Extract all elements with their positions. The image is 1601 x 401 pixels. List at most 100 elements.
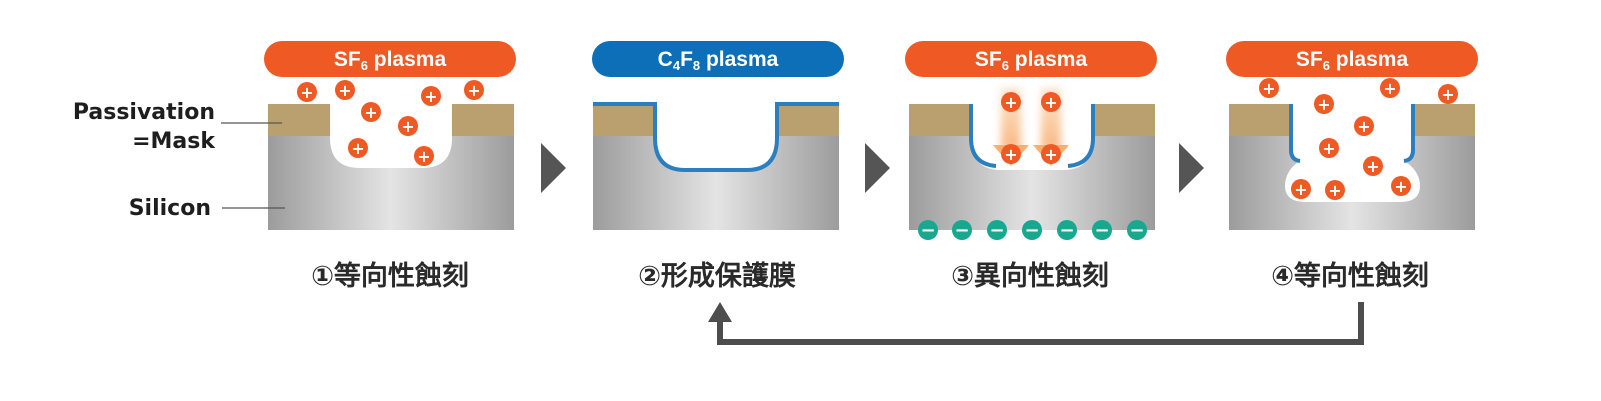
plasma-pill-2: C4F8 plasma [592, 41, 844, 77]
mask-left [593, 104, 655, 136]
sidewall-passivation-right [1067, 104, 1095, 168]
svg-text:+: + [424, 87, 437, 106]
positive-ion: + [1325, 180, 1345, 200]
positive-ion: + [1314, 94, 1334, 114]
svg-text:+: + [300, 83, 313, 102]
positive-ion: + [1319, 138, 1339, 158]
svg-text:+: + [1044, 145, 1057, 164]
negative-ion: − [987, 220, 1007, 241]
isotropic-cavity [330, 134, 452, 168]
positive-ion: + [1354, 116, 1374, 136]
isotropic-cavity [1285, 104, 1420, 202]
negative-ion: − [1057, 220, 1077, 241]
svg-text:+: + [417, 147, 430, 166]
mask-label: =Mask [132, 129, 216, 154]
svg-text:−: − [989, 220, 1004, 241]
svg-text:+: + [1004, 145, 1017, 164]
positive-ion: + [464, 80, 484, 100]
positive-ion: + [348, 138, 368, 158]
plasma-pill-4: SF6 plasma [1226, 41, 1478, 77]
sidewall-passivation-left [1289, 104, 1301, 163]
svg-text:+: + [1394, 177, 1407, 196]
next-step-arrow-2 [865, 143, 890, 193]
svg-text:+: + [338, 81, 351, 100]
positive-ion: + [1363, 156, 1383, 176]
svg-text:−: − [954, 220, 969, 241]
svg-text:+: + [1294, 180, 1307, 199]
svg-text:+: + [1383, 79, 1396, 98]
positive-ion: + [1380, 78, 1400, 98]
next-step-arrow-1 [541, 143, 566, 193]
step-4-panel: SF6 plasma + + + + + + + + + + ④等向性蝕刻 [1226, 41, 1478, 292]
positive-ion: + [1041, 92, 1061, 112]
step-2-label: ②形成保護膜 [638, 260, 796, 292]
positive-ions: + + + + + + + + + + [1259, 78, 1458, 200]
svg-text:−: − [920, 220, 935, 241]
positive-ion: + [297, 82, 317, 102]
mask-right [452, 104, 514, 136]
cycle-return-arrow [708, 302, 1364, 345]
positive-ion: + [421, 86, 441, 106]
svg-text:+: + [1004, 93, 1017, 112]
plasma-pill-3-text: SF6 plasma [975, 48, 1088, 73]
positive-ion: + [414, 146, 434, 166]
plasma-pill-1: SF6 plasma [264, 41, 516, 77]
side-labels: Passivation =Mask Silicon [73, 100, 285, 221]
mask-right [1413, 104, 1475, 136]
step-2-panel: C4F8 plasma ②形成保護膜 [592, 41, 844, 292]
cycle-return-arrowhead [708, 302, 732, 322]
positive-ion: + [1438, 84, 1458, 104]
mask-left [268, 104, 330, 136]
negative-ion: − [1092, 220, 1112, 241]
svg-text:−: − [1094, 220, 1109, 241]
step-1-label: ①等向性蝕刻 [311, 260, 469, 292]
etched-cavity [971, 104, 1093, 170]
positive-ion: + [361, 102, 381, 122]
step-3-panel: SF6 plasma + + + + − − − − − − − ③異向性 [905, 41, 1157, 292]
sidewall-passivation-right [1403, 104, 1415, 163]
svg-text:+: + [467, 81, 480, 100]
plasma-pill-3: SF6 plasma [905, 41, 1157, 77]
svg-text:+: + [1044, 93, 1057, 112]
svg-text:+: + [1317, 95, 1330, 114]
mask-left [1229, 104, 1291, 136]
sidewall-passivation-left [969, 104, 997, 168]
mask-right [1093, 104, 1155, 136]
negative-ion: − [918, 220, 938, 241]
step-4-label: ④等向性蝕刻 [1271, 260, 1429, 292]
positive-ion: + [1001, 144, 1021, 164]
negative-ion: − [1127, 220, 1147, 241]
negative-ions: − − − − − − − [918, 220, 1147, 241]
positive-ions: + + + + + + + + [297, 80, 484, 166]
svg-text:+: + [1441, 85, 1454, 104]
negative-ion: − [952, 220, 972, 241]
mask-left [909, 104, 971, 136]
positive-ion: + [398, 116, 418, 136]
positive-ion: + [1259, 78, 1279, 98]
svg-text:−: − [1059, 220, 1074, 241]
svg-text:+: + [1357, 117, 1370, 136]
svg-text:+: + [1322, 139, 1335, 158]
plasma-pill-4-text: SF6 plasma [1296, 48, 1409, 73]
svg-text:+: + [1328, 181, 1341, 200]
passivation-label: Passivation [73, 100, 215, 125]
svg-text:+: + [1262, 79, 1275, 98]
svg-text:+: + [364, 103, 377, 122]
plasma-pill-1-text: SF6 plasma [334, 48, 447, 73]
positive-ion: + [1001, 92, 1021, 112]
step-1-panel: SF6 plasma + + + + + + + + ①等向性蝕刻 [264, 41, 516, 292]
svg-text:−: − [1024, 220, 1039, 241]
silicon-label: Silicon [129, 196, 211, 221]
positive-ion: + [1041, 144, 1061, 164]
negative-ion: − [1022, 220, 1042, 241]
plasma-pill-2-text: C4F8 plasma [658, 48, 779, 73]
svg-text:+: + [351, 139, 364, 158]
svg-text:+: + [1366, 157, 1379, 176]
positive-ion: + [1391, 176, 1411, 196]
svg-text:−: − [1129, 220, 1144, 241]
step-3-label: ③異向性蝕刻 [951, 260, 1109, 292]
next-step-arrow-3 [1179, 143, 1204, 193]
positive-ion: + [335, 80, 355, 100]
passivation-film [593, 102, 839, 172]
